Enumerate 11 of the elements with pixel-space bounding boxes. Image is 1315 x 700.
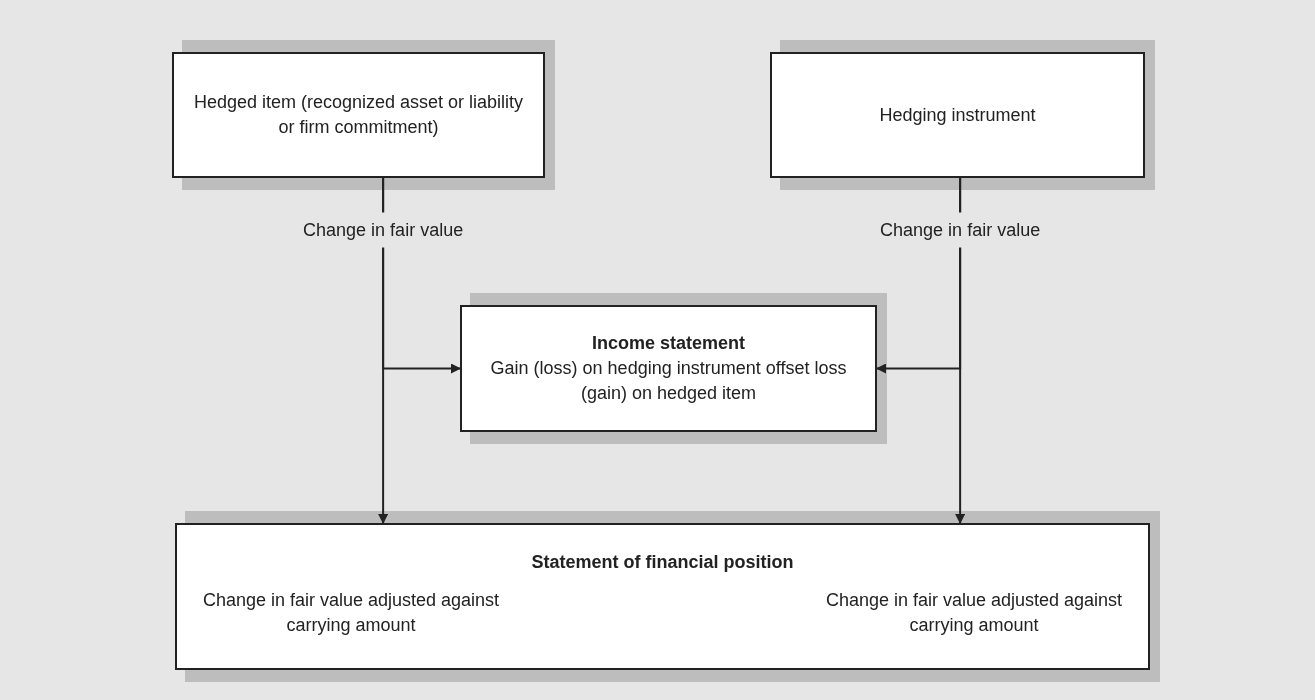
box-heading: Income statement (591, 332, 745, 356)
box-text: Change in fair value adjusted against carrying amount (824, 589, 1124, 637)
process-box (770, 52, 1145, 178)
box-text: Gain (loss) on hedging instrument offset loss (gain) on hedged item (490, 357, 847, 405)
box-text: Hedging instrument (879, 103, 1036, 127)
process-box (175, 523, 1150, 670)
box-heading: Statement of financial position (531, 551, 794, 574)
box-text: Change in fair value adjusted against carrying amount (201, 589, 501, 637)
box-text: Hedged item (recognized asset or liability or firm commitment) (192, 91, 525, 139)
process-box (460, 305, 877, 432)
process-box (172, 52, 545, 178)
